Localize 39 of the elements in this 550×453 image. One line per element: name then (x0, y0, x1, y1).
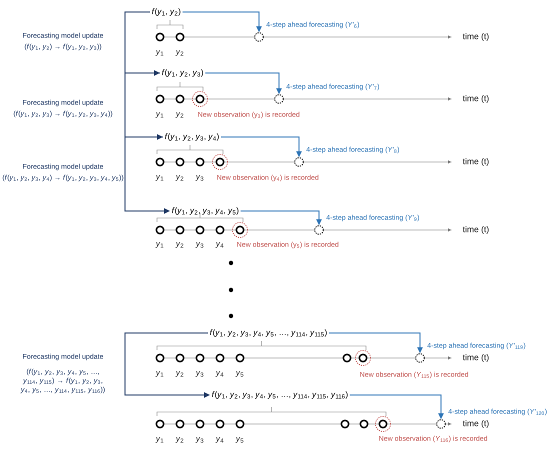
observation-label: y$_{4}$ (215, 242, 224, 248)
axis-label: time (t) (462, 226, 489, 234)
observation-label: y$_{2}$ (175, 175, 184, 181)
observation-label: y$_{1}$ (155, 175, 164, 181)
observation-label: y$_{3}$ (195, 371, 204, 377)
observation-label: y$_{1}$ (155, 437, 164, 443)
axis-label: time (t) (462, 354, 489, 362)
axis-label: time (t) (462, 95, 489, 103)
forecast-circle (274, 94, 284, 104)
observation-label: y$_{5}$ (235, 371, 244, 377)
function-label: f(y$_{1}$, y$_{2}$, y$_{3}$, y$_{4}$) (164, 133, 219, 141)
observation-label: y$_{1}$ (155, 242, 164, 248)
observation-label: y$_{1}$ (155, 112, 164, 118)
axis-label: time (t) (462, 158, 489, 166)
forecast-circle (415, 353, 425, 363)
observation-label: y$_{2}$ (175, 437, 184, 443)
forecast-circle (254, 32, 264, 42)
observation-label: y$_{2}$ (175, 242, 184, 248)
observation-label: y$_{3}$ (195, 242, 204, 248)
function-label: f(y$_{1}$, y$_{2}$, y$_{3}$, y$_{4}$, y$_{5}$, …, y$_{114}$, y$_{115}$) (210, 329, 327, 337)
observation-label: y$_{4}$ (215, 371, 224, 377)
observation-label: y$_{1}$ (155, 50, 164, 56)
observation-label: y$_{1}$ (155, 371, 164, 377)
observation-label: y$_{3}$ (195, 437, 204, 443)
forecast-circle (294, 157, 304, 167)
observation-label: y$_{2}$ (175, 371, 184, 377)
forecast-circle (314, 225, 324, 235)
observation-label: y$_{2}$ (175, 112, 184, 118)
axis-label: time (t) (462, 420, 489, 428)
function-label: f(y$_{1}$, y$_{2}$, y$_{3}$) (162, 69, 204, 77)
function-label: f(y$_{1}$, y$_{2}$, y$_{3}$, y$_{4}$, y$_{5}$, …, y$_{114}$, y$_{115}$, y$_{116}$) (212, 391, 348, 399)
forecast-circle (436, 419, 446, 429)
observation-label: y$_{2}$ (175, 50, 184, 56)
function-label: f(y$_{1}$, y$_{2}$) (152, 8, 180, 16)
observation-label: y$_{4}$ (215, 437, 224, 443)
observation-label: y$_{5}$ (235, 437, 244, 443)
axis-label: time (t) (462, 33, 489, 41)
observation-label: y$_{3}$ (195, 175, 204, 181)
function-label: f(y$_{1}$, y$_{2}$, y$_{3}$, y$_{4}$, y$_{5}$) (172, 207, 238, 215)
